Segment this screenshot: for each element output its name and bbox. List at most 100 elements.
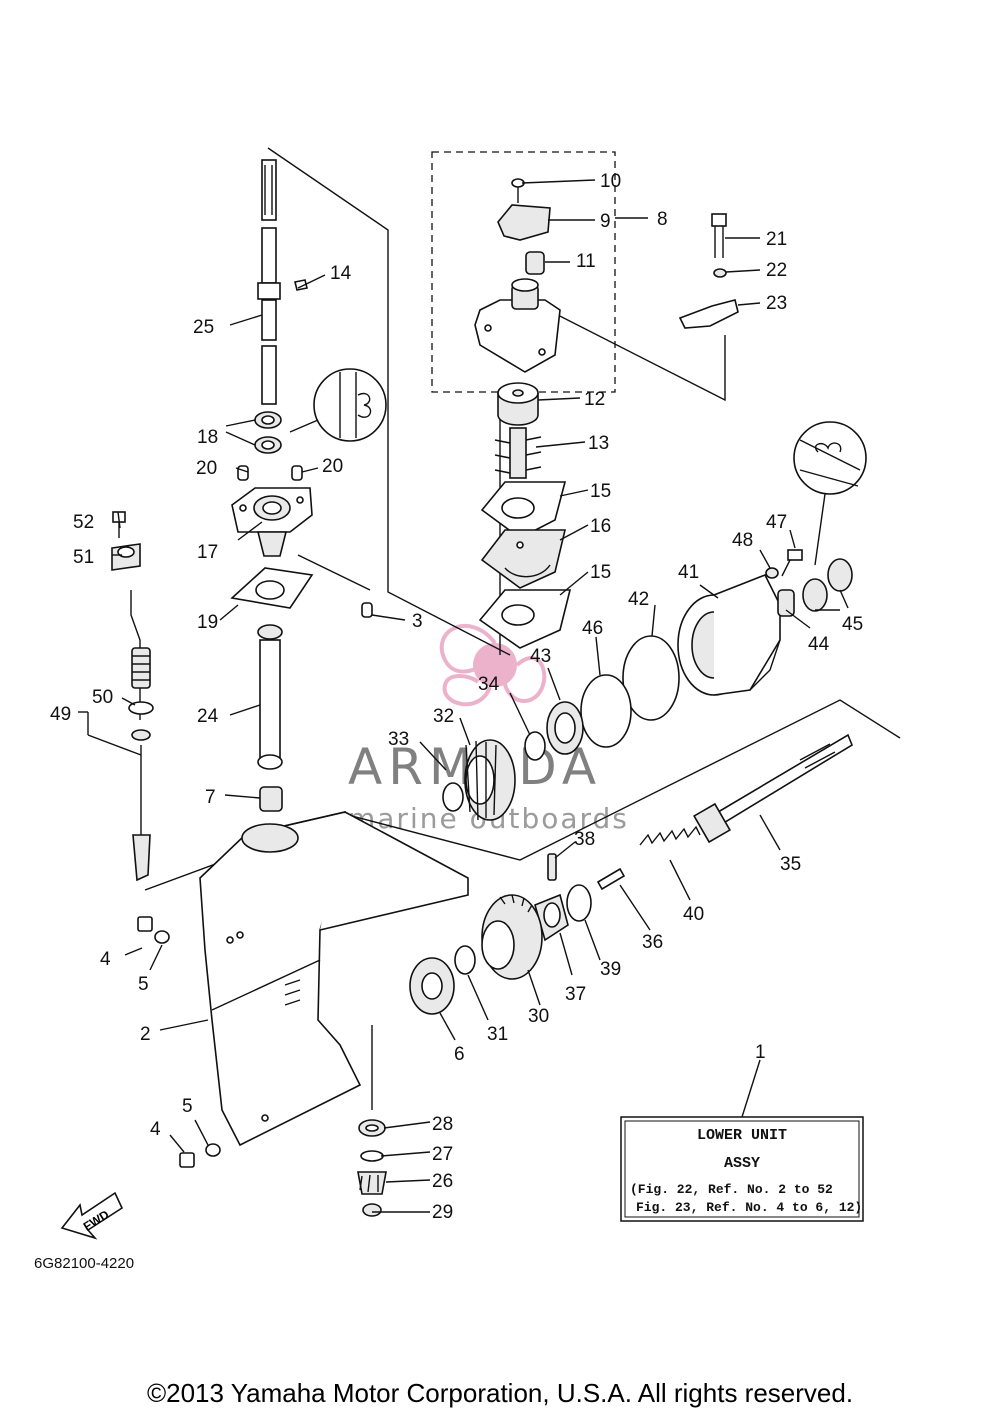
callout-13: 13	[588, 433, 609, 454]
callout-7: 7	[205, 787, 216, 808]
pump-bolt-part	[511, 178, 525, 203]
callout-50: 50	[92, 687, 113, 708]
callout-30: 30	[528, 1006, 549, 1027]
callout-4b: 4	[150, 1119, 161, 1140]
callout-12: 12	[584, 389, 605, 410]
drain-screw-upper-part	[137, 916, 170, 944]
callout-28: 28	[432, 1114, 453, 1135]
callout-5b: 5	[182, 1096, 193, 1117]
needle-bearing-44-part	[777, 589, 795, 617]
spring-40-part	[639, 825, 701, 846]
leader-lines	[78, 179, 849, 1213]
callout-27: 27	[432, 1144, 453, 1165]
callout-8: 8	[657, 209, 668, 230]
callout-19: 19	[197, 612, 218, 633]
pump-housing-part	[474, 278, 561, 373]
callout-41: 41	[678, 562, 699, 583]
callout-25: 25	[193, 317, 214, 338]
fwd-arrow-icon: FWD	[60, 1191, 124, 1240]
shim-34-part	[524, 731, 546, 761]
shaft-housing-part	[677, 573, 781, 696]
callout-45: 45	[842, 614, 863, 635]
callout-4a: 4	[100, 949, 111, 970]
copyright-notice: ©2013 Yamaha Motor Corporation, U.S.A. A…	[146, 1378, 854, 1408]
oil-seal-housing-part	[231, 487, 313, 557]
callout-5a: 5	[138, 974, 149, 995]
washer-22-part	[713, 268, 727, 278]
armada-logo-mark	[439, 623, 547, 707]
nut-29-part	[362, 1203, 382, 1217]
clutch-ring-39-part	[566, 884, 592, 922]
callout-31: 31	[487, 1024, 508, 1045]
callout-36: 36	[642, 932, 663, 953]
callout-51: 51	[73, 547, 94, 568]
pinion-forward-gear-32-part	[464, 739, 516, 821]
insert-cartridge-part	[497, 204, 551, 241]
callout-42: 42	[628, 589, 649, 610]
callout-49: 49	[50, 704, 71, 725]
callout-11: 11	[576, 251, 596, 272]
shim-33-part	[442, 782, 464, 812]
assy-line-2: ASSY	[724, 1155, 760, 1172]
callout-24: 24	[197, 706, 219, 727]
callout-20b: 20	[322, 456, 343, 477]
callout-38: 38	[574, 829, 595, 850]
callout-22: 22	[766, 260, 787, 281]
callout-16: 16	[590, 516, 611, 537]
callout-23: 23	[766, 293, 787, 314]
shift-rod-assembly-part	[111, 511, 154, 882]
callout-47: 47	[766, 512, 787, 533]
dowel-pin-right-part	[291, 465, 303, 481]
grommet-part	[259, 786, 283, 812]
oil-seal-pair-part	[254, 411, 282, 454]
callout-20a: 20	[196, 458, 217, 479]
lower-case-part	[199, 811, 469, 1147]
callout-17: 17	[197, 542, 218, 563]
assy-line-4: Fig. 23, Ref. No. 4 to 6, 12)	[636, 1200, 862, 1215]
water-seal-part	[525, 251, 545, 275]
callout-32: 32	[433, 706, 454, 727]
rubber-seal-12-part	[497, 382, 539, 426]
bearing-43-part	[546, 701, 584, 755]
callout-1: 1	[755, 1042, 766, 1063]
callout-6: 6	[454, 1044, 465, 1065]
callout-2: 2	[140, 1024, 151, 1045]
o-ring-42-part	[622, 635, 680, 721]
gasket-15-upper-part	[480, 481, 567, 539]
oil-seal-45-part	[802, 558, 853, 612]
callout-37: 37	[565, 984, 586, 1005]
callout-numbers: 1 2 3 4 4 5 5 6 7 8 9 10 11 12 13 14 15 …	[50, 171, 863, 1223]
reverse-gear-30-part	[481, 894, 543, 980]
callout-40: 40	[683, 904, 704, 925]
callout-10: 10	[600, 171, 621, 192]
part-code: 6G82100-4220	[34, 1255, 134, 1272]
assy-line-3: (Fig. 22, Ref. No. 2 to 52	[630, 1182, 833, 1197]
gasket-15-lower-part	[478, 589, 572, 649]
pinion-26-part	[357, 1171, 387, 1195]
drive-shaft-part	[257, 159, 281, 405]
callout-3: 3	[412, 611, 423, 632]
callout-46: 46	[582, 618, 603, 639]
callout-9: 9	[600, 211, 611, 232]
callout-15b: 15	[590, 562, 611, 583]
washer-48-part	[765, 567, 779, 579]
callout-33: 33	[388, 729, 409, 750]
bearing-6-part	[409, 957, 455, 1015]
seal-detail-circle	[793, 421, 867, 566]
callout-52: 52	[73, 512, 94, 533]
callout-43: 43	[530, 646, 551, 667]
bolt-47-part	[781, 549, 803, 577]
lower-unit-assy-box: LOWER UNIT ASSY (Fig. 22, Ref. No. 2 to …	[620, 1116, 864, 1222]
cross-pin-38-part	[547, 853, 557, 881]
callout-34: 34	[478, 674, 500, 695]
callout-21: 21	[766, 229, 787, 250]
propeller-shaft-part	[693, 733, 853, 844]
impeller-part	[494, 427, 542, 479]
bearing-28-part	[358, 1119, 386, 1137]
drain-screw-lower-part	[179, 1143, 221, 1168]
dowel-3-part	[361, 602, 373, 618]
slider-36-part	[596, 867, 626, 891]
plate-23-part	[678, 299, 739, 329]
o-ring-46-part	[580, 674, 632, 748]
